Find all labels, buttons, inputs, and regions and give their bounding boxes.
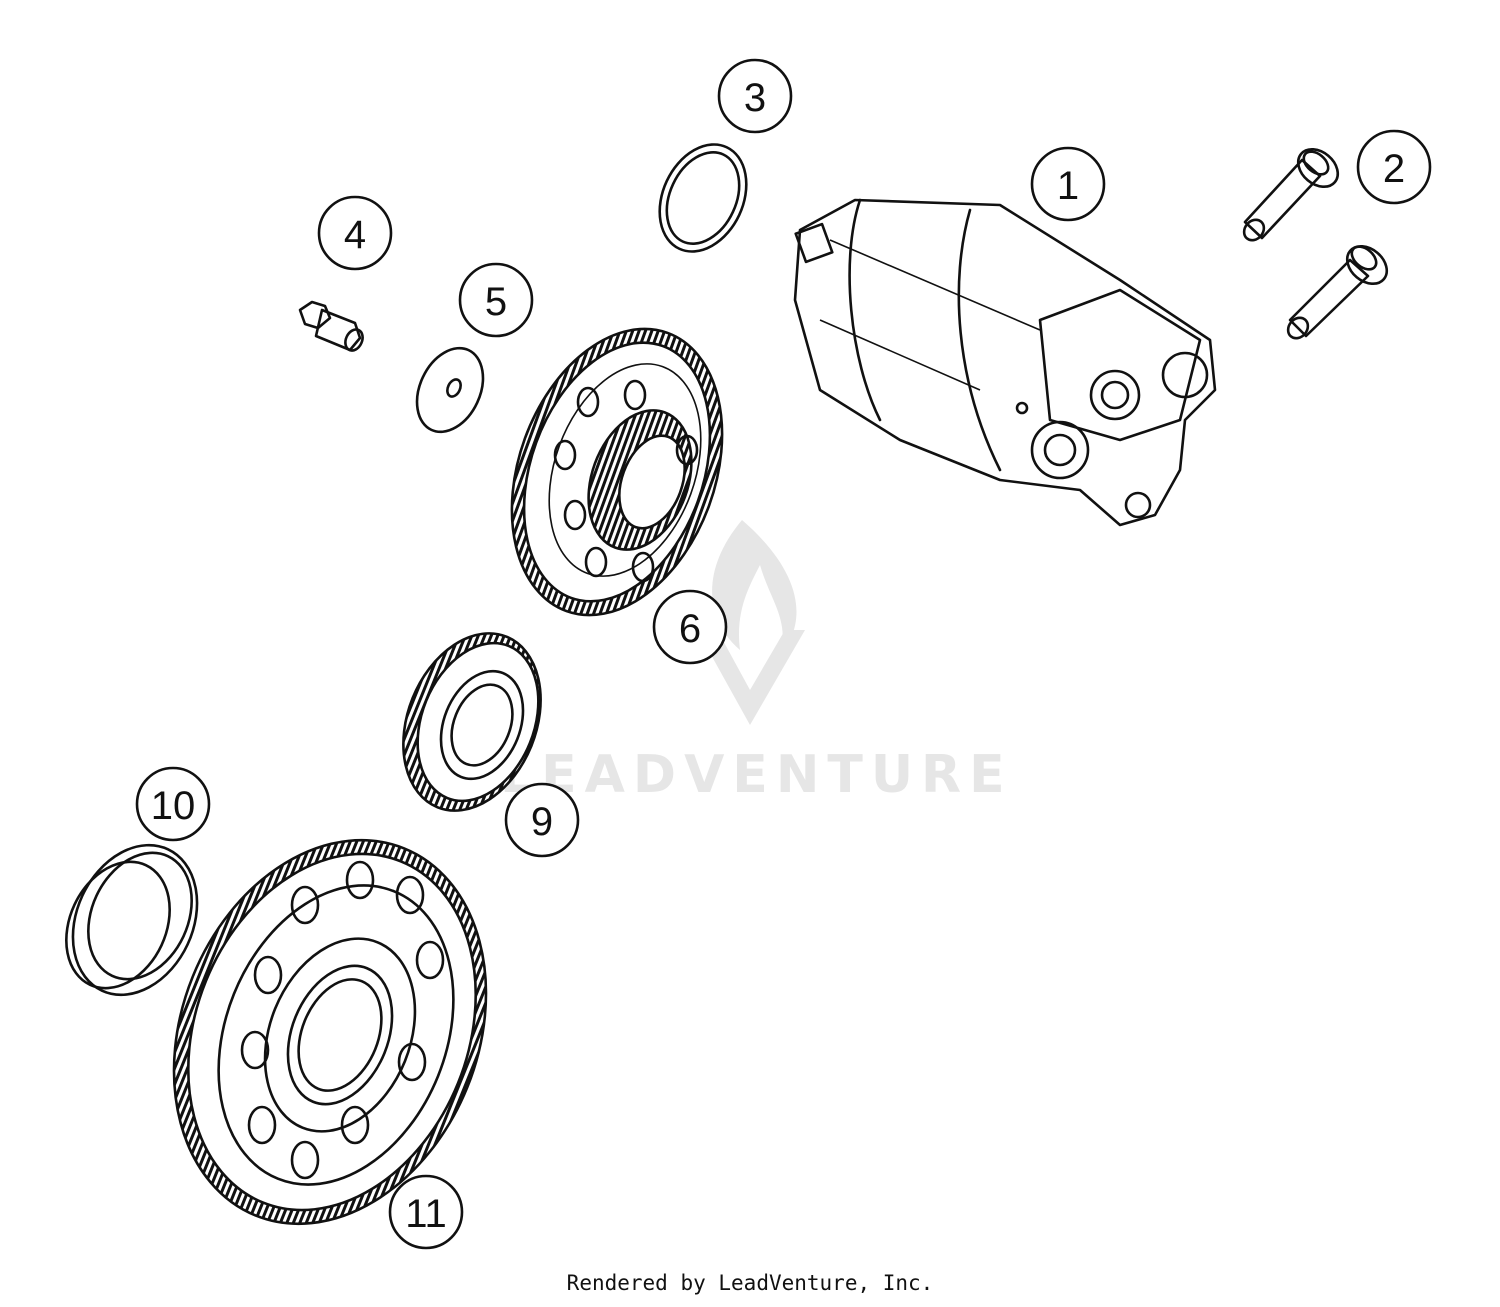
- watermark-text: LEADVENTURE: [500, 745, 1013, 805]
- callout-9: 9: [504, 782, 580, 858]
- footer-credit: Rendered by LeadVenture, Inc.: [566, 1271, 934, 1295]
- idler-gear-part: [402, 632, 542, 812]
- starter-motor-part: [793, 198, 1217, 527]
- callout-1: 1: [1030, 146, 1106, 222]
- callout-5: 5: [458, 262, 534, 338]
- washer-part: [415, 346, 485, 434]
- seal-ring-part: [65, 843, 199, 997]
- o-ring-part: [658, 143, 748, 253]
- callout-3: 3: [717, 58, 793, 134]
- svg-text:2: 2: [1383, 147, 1405, 191]
- callout-10: 10: [135, 766, 211, 842]
- intermediate-gear-part: [510, 327, 724, 617]
- svg-text:1: 1: [1057, 164, 1079, 208]
- svg-text:4: 4: [344, 213, 366, 257]
- small-bolt-part: [298, 300, 364, 352]
- bolt-part: [1242, 147, 1340, 242]
- starter-freewheel-gear-part: [172, 838, 488, 1226]
- callout-6: 6: [652, 589, 728, 665]
- svg-text:10: 10: [151, 784, 196, 828]
- leadventure-watermark-logo: [700, 520, 805, 725]
- bolt-part: [1286, 244, 1389, 340]
- svg-text:11: 11: [405, 1192, 447, 1236]
- svg-text:3: 3: [744, 76, 766, 120]
- callout-4: 4: [317, 195, 393, 271]
- svg-text:6: 6: [679, 607, 701, 651]
- callout-2: 2: [1356, 129, 1432, 205]
- callout-11: 11: [388, 1174, 464, 1250]
- svg-text:5: 5: [485, 280, 507, 324]
- svg-text:9: 9: [531, 800, 553, 844]
